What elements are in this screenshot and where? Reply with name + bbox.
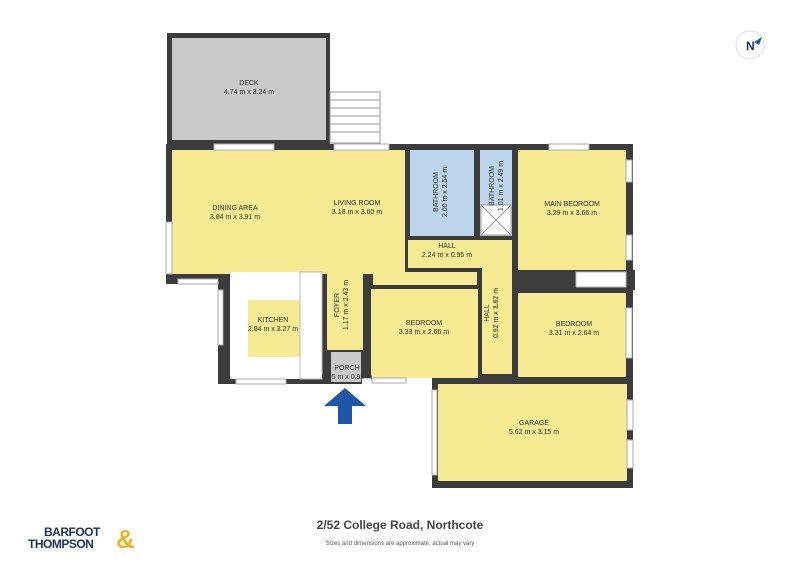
room-size: 4.74 m x 3.24 m bbox=[223, 89, 275, 96]
bathroom1-floor bbox=[410, 150, 474, 236]
room-name: FOYER bbox=[334, 292, 341, 318]
dining-living-floor bbox=[172, 150, 405, 274]
windows bbox=[165, 143, 634, 476]
room-deck: DECK 4.74 m x 3.24 m bbox=[224, 79, 274, 97]
room-name: BATHROOM bbox=[433, 172, 440, 212]
room-size: 1.01 m x 2.49 m bbox=[498, 160, 505, 212]
room-size: 3.33 m x 2.66 m bbox=[398, 329, 450, 336]
bedroom1-floor bbox=[371, 289, 478, 378]
deck-stairs bbox=[329, 91, 381, 144]
room-size: 3.84 m x 3.91 m bbox=[209, 214, 261, 221]
wardrobe bbox=[575, 271, 627, 288]
room-size: 2.24 m x 0.95 m bbox=[421, 252, 473, 259]
main-bedroom-floor bbox=[518, 150, 626, 270]
room-size: 3.31 m x 2.64 m bbox=[548, 330, 600, 337]
room-size: 1.17 m x 2.43 m bbox=[343, 279, 350, 331]
room-size: 5.62 m x 3.15 m bbox=[508, 429, 560, 436]
room-main-bedroom: MAIN BEDROOM 3.29 m x 3.66 m bbox=[544, 200, 600, 218]
hall2-floor bbox=[482, 268, 512, 374]
room-dining: DINING AREA 3.84 m x 3.91 m bbox=[210, 204, 260, 222]
right-notch bbox=[625, 270, 635, 290]
room-name: GARAGE bbox=[519, 420, 549, 427]
room-size: 0.95 m x 0.92 m bbox=[321, 374, 373, 381]
room-size: 3.29 m x 3.66 m bbox=[546, 210, 598, 217]
room-name: BEDROOM bbox=[555, 321, 593, 328]
room-size: 2.00 m x 2.54 m bbox=[442, 166, 449, 218]
porch-floor bbox=[331, 352, 361, 382]
room-size: 2.84 m x 3.27 m bbox=[247, 326, 299, 333]
room-name: BEDROOM bbox=[405, 320, 443, 327]
svg-text:N: N bbox=[746, 39, 755, 53]
room-living: LIVING ROOM 3.18 m x 3.60 m bbox=[332, 199, 382, 217]
house-walls-left-notch bbox=[166, 284, 218, 384]
cupboards bbox=[373, 272, 477, 285]
room-name: PORCH bbox=[334, 365, 360, 372]
room-kitchen: KITCHEN 2.84 m x 3.27 m bbox=[248, 316, 298, 334]
room-hall1: HALL 2.24 m x 0.95 m bbox=[422, 242, 472, 260]
logo-ampersand: & bbox=[116, 524, 135, 554]
logo-line2: THOMPSON bbox=[28, 537, 94, 551]
barfoot-thompson-logo: BARFOOT THOMPSON & bbox=[28, 525, 135, 552]
room-bedroom2: BEDROOM 3.31 m x 2.64 m bbox=[549, 320, 599, 338]
room-name: HALL bbox=[484, 304, 491, 322]
room-name: KITCHEN bbox=[257, 317, 289, 324]
bedroom2-floor bbox=[518, 293, 626, 377]
room-name: DECK bbox=[239, 80, 259, 87]
foyer-floor bbox=[327, 270, 363, 350]
room-name: BATHROOM bbox=[489, 166, 496, 206]
garage-floor bbox=[438, 384, 627, 481]
deck-floor bbox=[172, 38, 326, 140]
kitchen-floor bbox=[248, 300, 300, 357]
property-address: 2/52 College Road, Northcote bbox=[316, 518, 484, 532]
kitchen-bench bbox=[299, 271, 323, 380]
room-name: HALL bbox=[438, 243, 456, 250]
room-name: DINING AREA bbox=[212, 205, 258, 212]
room-name: LIVING ROOM bbox=[333, 200, 381, 207]
room-size: 3.18 m x 3.60 m bbox=[331, 209, 383, 216]
disclaimer: Sizes and dimensions are approximate, ac… bbox=[325, 541, 475, 547]
compass-north-arrow-icon: N bbox=[735, 30, 765, 60]
room-garage: GARAGE 5.62 m x 3.15 m bbox=[509, 419, 559, 437]
room-porch: PORCH 0.95 m x 0.92 m bbox=[322, 364, 372, 382]
hall1-floor bbox=[408, 240, 512, 268]
entry-arrow bbox=[324, 388, 366, 424]
room-size: 0.92 m x 3.82 m bbox=[493, 287, 500, 339]
logo-line1: BARFOOT bbox=[44, 525, 100, 539]
room-name: MAIN BEDROOM bbox=[544, 201, 600, 208]
room-bedroom1: BEDROOM 3.33 m x 2.66 m bbox=[399, 319, 449, 337]
